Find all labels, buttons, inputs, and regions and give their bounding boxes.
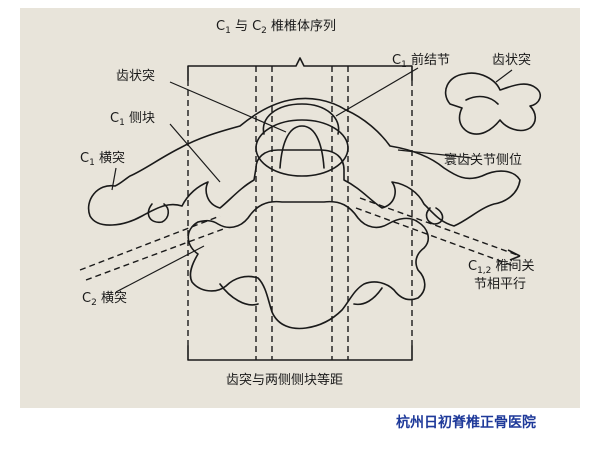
label-c1-anterior-tubercle: C1 前结节 <box>392 52 450 70</box>
c2-axis-outline <box>187 200 430 330</box>
label-c12-facet-line1: C1,2 椎间关 <box>468 259 535 276</box>
hospital-name: 杭州日初脊椎正骨医院 <box>396 415 536 431</box>
label-atlanto-dens-joint: 寰齿关节侧位 <box>444 152 522 168</box>
label-c1-transverse: C1 横突 <box>80 150 125 168</box>
bottom-bracket <box>187 345 413 361</box>
label-dens-right: 齿状突 <box>492 52 531 68</box>
c1-transverse-loop <box>147 203 170 224</box>
facet-line-left-1 <box>79 215 221 271</box>
c2-inferior-right <box>353 287 383 306</box>
c1-c2-diagram: C1 与 C2 椎椎体序列 齿状突 C1 侧块 C1 横突 C1 前结节 齿状突… <box>79 19 542 388</box>
facet-line-right-1 <box>359 197 521 257</box>
leader-atlanto-dens <box>397 149 473 159</box>
leader-c1-lateral <box>169 123 221 183</box>
dens-ellipse <box>255 119 349 177</box>
c1-atlas-outline <box>87 97 521 227</box>
label-c1-lateral-mass: C1 侧块 <box>110 111 155 128</box>
facet-line-right-2 <box>355 207 515 267</box>
bottom-caption: 齿突与两侧侧块等距 <box>226 372 343 388</box>
label-c12-facet-line2: 节相平行 <box>474 277 526 292</box>
facet-arrow <box>507 249 521 261</box>
leader-dens-right <box>495 69 513 83</box>
label-c2-transverse: C2 横突 <box>82 290 127 308</box>
c2-inferior-left <box>219 283 259 306</box>
diagram-title: C1 与 C2 椎椎体序列 <box>216 19 336 36</box>
leader-dens-left <box>169 81 287 133</box>
leader-c1-transverse <box>111 167 117 191</box>
cervical-spine-figure: C1 与 C2 椎椎体序列 齿状突 C1 侧块 C1 横突 C1 前结节 齿状突… <box>20 8 580 408</box>
dens-lateral-view <box>444 72 542 135</box>
c1-right-loop <box>425 207 444 225</box>
dens-inner <box>279 125 325 169</box>
leader-c1-anterior <box>335 67 419 117</box>
facet-line-left-2 <box>85 227 227 281</box>
top-bracket <box>187 57 413 81</box>
leader-c2-transverse <box>115 245 205 293</box>
c1-anterior-arch <box>262 103 340 135</box>
label-dens-left: 齿状突 <box>116 68 155 84</box>
dens-lateral-inner <box>465 95 499 105</box>
